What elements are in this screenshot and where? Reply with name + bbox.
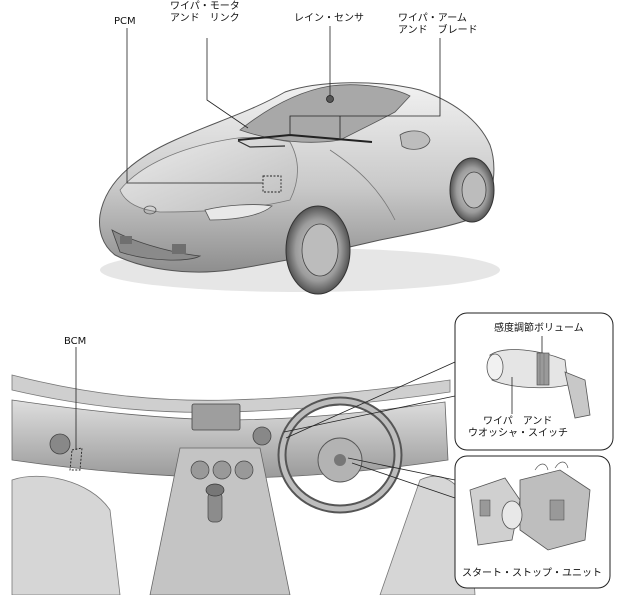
wiper-motor-label-line2: アンド リンク bbox=[170, 13, 240, 25]
wiper-arm-label-line2: アンド ブレード bbox=[398, 25, 478, 37]
interior-illustration bbox=[12, 375, 475, 595]
start-stop-unit-label: スタート・ストップ・ユニット bbox=[462, 568, 602, 580]
rain-sensor-label: レイン・センサ bbox=[294, 13, 364, 25]
washer-switch-label-line1: ワイパ アンド bbox=[483, 416, 552, 428]
pcm-label: PCM bbox=[114, 16, 136, 28]
washer-switch-label-line2: ウオッシャ・スイッチ bbox=[468, 428, 568, 440]
wiper-motor-label-line1: ワイパ・モータ bbox=[170, 1, 240, 13]
bcm-label: BCM bbox=[64, 336, 86, 348]
sensitivity-volume-label: 感度調節ボリューム bbox=[494, 323, 584, 335]
wiper-arm-label-line1: ワイパ・アーム bbox=[398, 13, 467, 25]
